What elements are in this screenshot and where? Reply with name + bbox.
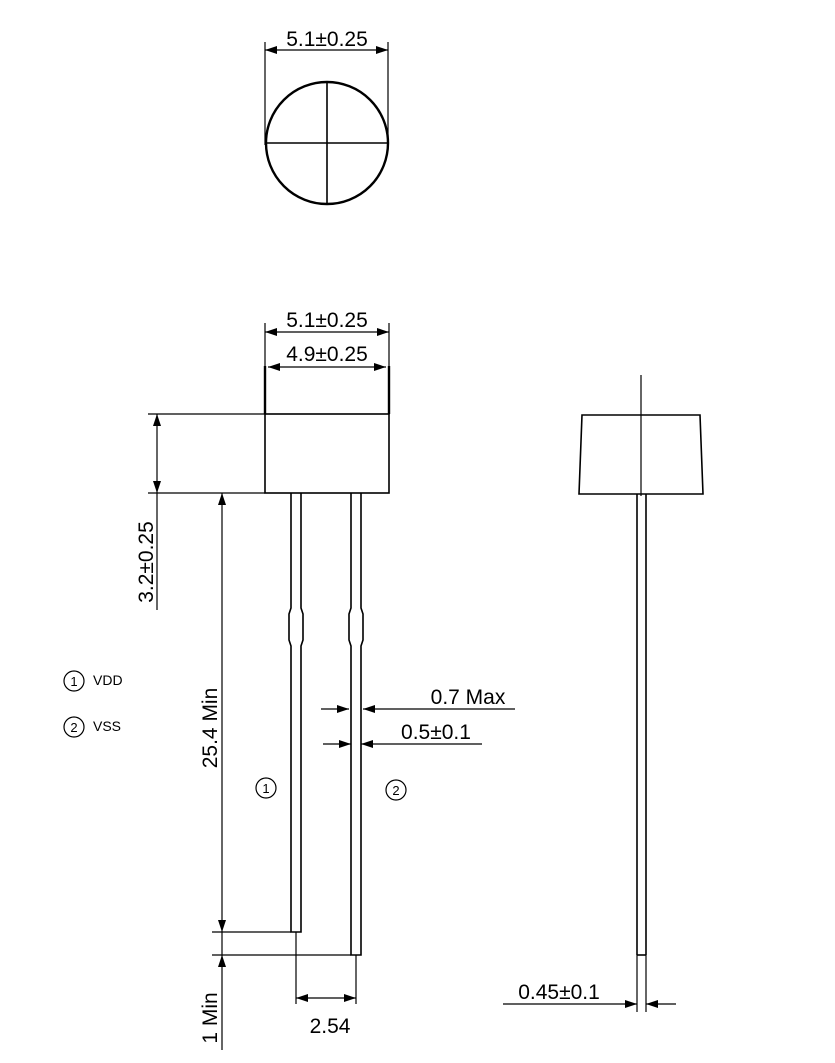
legend-item-vss: 2 VSS: [63, 716, 121, 738]
legend-label-vss: VSS: [93, 718, 121, 734]
front-lead-width-label: 0.5±0.1: [401, 721, 471, 744]
front-lead-max-label: 0.7 Max: [431, 686, 506, 709]
lead-1: [288, 493, 304, 933]
svg-text:2: 2: [70, 720, 77, 735]
top-view: 5.1±0.25: [264, 28, 390, 206]
front-outer-width-label: 5.1±0.25: [286, 309, 368, 332]
side-view: 0.45±0.1: [503, 375, 704, 1012]
lead-2: [348, 493, 364, 956]
front-lead-length-label: 25.4 Min: [199, 688, 222, 769]
side-lead-thickness-label: 0.45±0.1: [518, 981, 600, 1004]
pin2-marker-label: 2: [392, 783, 399, 798]
front-view: 5.1±0.25 4.9±0.25 3.2±0.25 25.4 Min: [135, 309, 515, 1050]
front-lead-offset-label: 1 Min: [199, 992, 222, 1043]
pin2-marker-circle: [385, 779, 407, 801]
side-body: [578, 414, 704, 495]
pin-legend: 1 VDD 2 VSS: [63, 670, 123, 738]
front-pitch-label: 2.54: [310, 1015, 351, 1038]
svg-text:1: 1: [70, 674, 77, 689]
front-height-label: 3.2±0.25: [135, 521, 158, 603]
led-body: [264, 413, 390, 494]
top-diameter-label: 5.1±0.25: [286, 28, 368, 51]
legend-item-vdd: 1 VDD: [63, 670, 123, 692]
pin1-marker-label: 1: [262, 781, 269, 796]
pin1-marker-circle: [255, 777, 277, 799]
front-inner-width-label: 4.9±0.25: [286, 343, 368, 366]
legend-label-vdd: VDD: [93, 672, 123, 688]
